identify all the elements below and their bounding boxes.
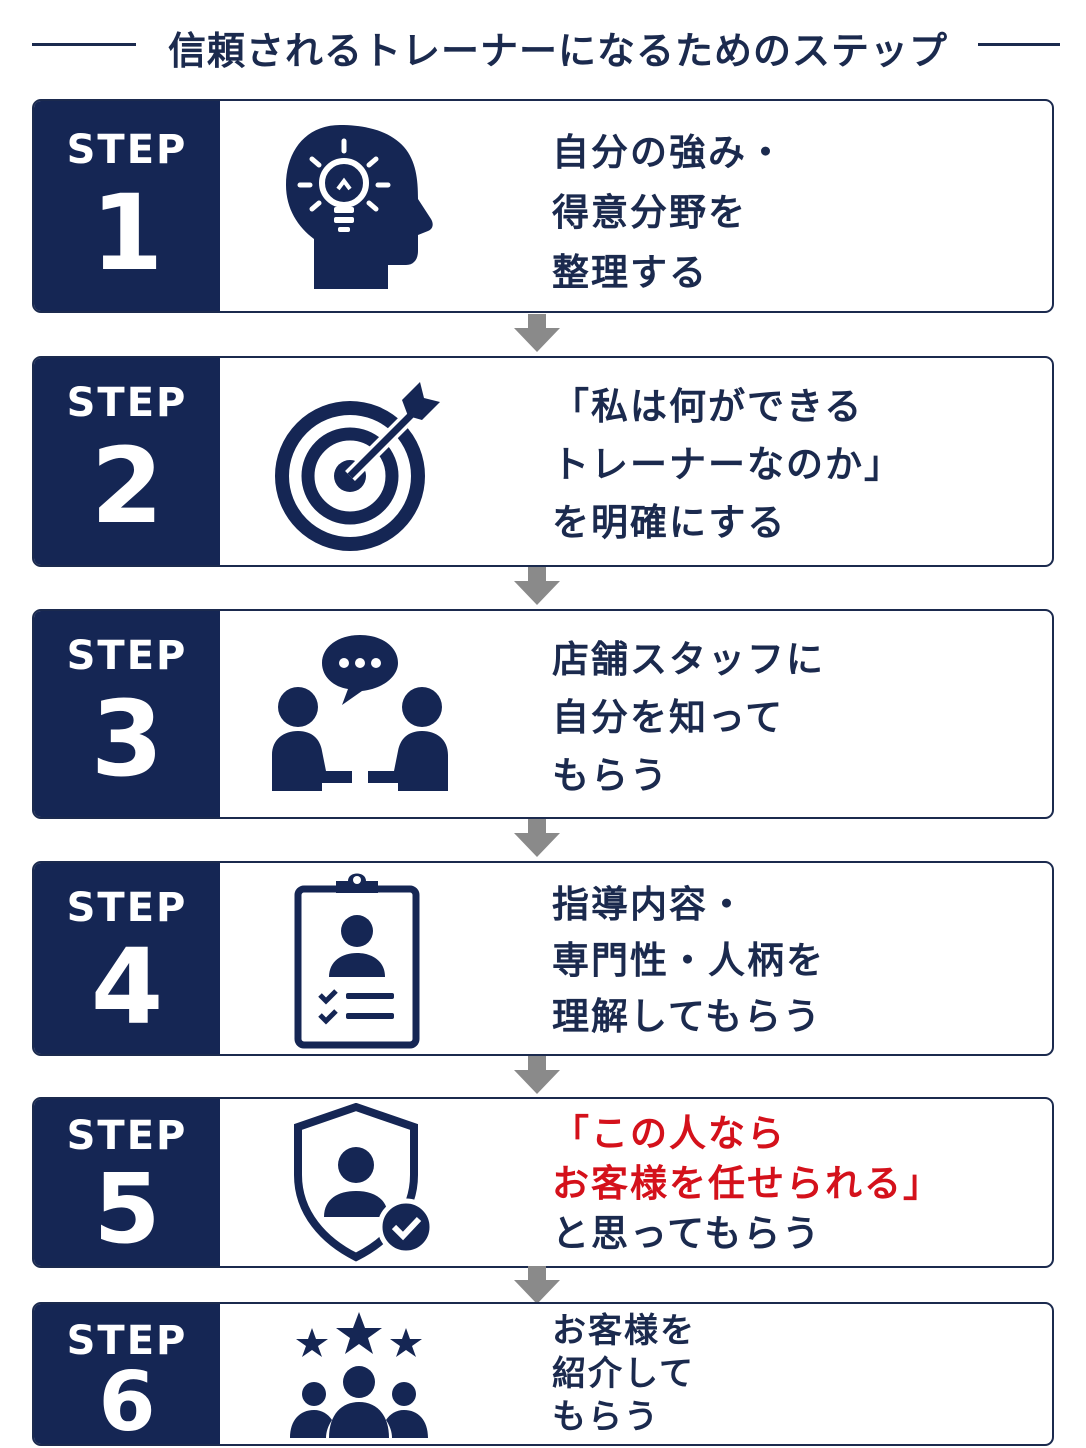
title-bar: 信頼されるトレーナーになるためのステップ [0,0,1086,90]
step-label: STEP [66,885,188,931]
step-text-line: もらう [552,1397,660,1437]
down-arrow-icon [514,314,560,352]
head-lightbulb-icon [278,119,438,295]
down-arrow-icon [514,1266,560,1304]
step-text-line: 紹介して [552,1354,695,1394]
step-text-line: 理解してもらう [552,995,823,1038]
step-text-line: 専門性・人柄を [552,939,825,982]
step-2-card: STEP 2 「私は何ができる トレーナーなのか」 を明確にする [32,356,1054,567]
shield-person-check-icon [290,1103,440,1263]
target-arrow-icon [274,376,450,552]
title-divider-left [32,43,136,46]
down-arrow-icon [514,1056,560,1094]
step-4-badge: STEP 4 [34,863,220,1054]
step-1-badge: STEP 1 [34,101,220,311]
step-1-card: STEP 1 自分の強み・ 得意分野を 整理する [32,99,1054,313]
step-5-text: 「この人なら お客様を任せられる」 と思ってもらう [552,1109,1032,1259]
step-text-line: 得意分野を [552,191,747,234]
step-label: STEP [66,127,188,173]
step-label: STEP [66,633,188,679]
group-stars-icon [284,1310,434,1442]
title-divider-right [978,43,1060,46]
step-number: 5 [93,1153,161,1265]
step-1-text: 自分の強み・ 得意分野を 整理する [552,123,1032,303]
step-text-line: と思ってもらう [552,1212,822,1255]
step-4-text: 指導内容・ 専門性・人柄を 理解してもらう [552,877,1032,1045]
step-5-card: STEP 5 「この人なら お客様を任せられる」 と思ってもらう [32,1097,1054,1268]
step-label: STEP [66,1113,188,1159]
step-label: STEP [66,380,188,426]
step-6-card: STEP 6 お客様を 紹介して もらう [32,1302,1054,1446]
step-3-badge: STEP 3 [34,611,220,817]
page-title: 信頼されるトレーナーになるためのステップ [167,29,948,73]
step-5-badge: STEP 5 [34,1099,220,1266]
step-text-line: 店舗スタッフに [552,638,825,681]
step-number: 6 [98,1355,156,1446]
step-2-text: 「私は何ができる トレーナーなのか」 を明確にする [552,378,1032,552]
step-text-line: トレーナーなのか」 [552,443,903,486]
step-text-line: 自分を知って [552,696,785,739]
step-text-line: 自分の強み・ [552,131,786,174]
step-number: 3 [90,678,164,800]
step-6-badge: STEP 6 [34,1304,220,1444]
step-text-line-highlight: 「この人なら [552,1112,786,1155]
step-text-line: を明確にする [552,501,787,544]
down-arrow-icon [514,819,560,857]
down-arrow-icon [514,567,560,605]
step-text-line: 「私は何ができる [552,385,864,428]
step-text-line: お客様を [552,1311,696,1351]
step-text-line-highlight: お客様を任せられる」 [552,1162,942,1205]
step-label: STEP [66,1318,188,1364]
step-number: 4 [90,926,164,1048]
step-3-card: STEP 3 店舗スタッフに 自分を知って もらう [32,609,1054,819]
step-3-text: 店舗スタッフに 自分を知って もらう [552,631,1032,805]
step-6-text: お客様を 紹介して もらう [552,1310,1032,1439]
step-text-line: 整理する [552,251,708,294]
step-text-line: 指導内容・ [552,883,747,926]
step-number: 1 [90,172,164,294]
step-number: 2 [90,425,164,547]
step-4-card: STEP 4 指導内容・ 専門性・人柄を 理解してもらう [32,861,1054,1056]
step-text-line: もらう [552,754,669,797]
clipboard-profile-icon [292,867,422,1051]
step-2-badge: STEP 2 [34,358,220,565]
conversation-people-icon [270,631,450,801]
